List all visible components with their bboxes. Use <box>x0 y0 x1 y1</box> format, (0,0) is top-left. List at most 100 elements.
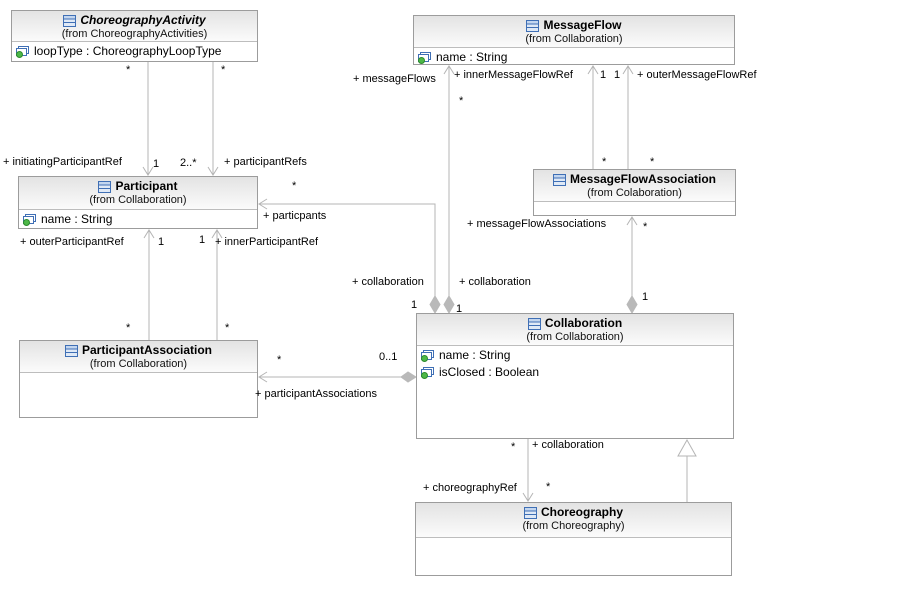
attribute-row: loopType : ChoreographyLoopType <box>15 43 254 60</box>
mult-outerMessageFlowRef: 1 <box>614 69 621 81</box>
class-name: MessageFlowAssociation <box>569 172 717 186</box>
role-initiatingParticipantRef: + initiatingParticipantRef <box>3 156 122 168</box>
assoc-participantRefs <box>207 62 219 176</box>
attribute-text: name : String <box>41 212 113 226</box>
class-header: MessageFlow(from Collaboration) <box>414 16 734 48</box>
attribute-text: isClosed : Boolean <box>439 365 540 379</box>
class-title: Collaboration <box>417 316 733 331</box>
attribute-text: name : String <box>436 50 508 64</box>
class-name: ChoreographyActivity <box>80 13 206 27</box>
attribute-icon <box>420 349 435 362</box>
class-Collaboration[interactable]: Collaboration(from Collaboration)name : … <box>416 313 734 439</box>
attributes-compartment <box>416 538 731 575</box>
class-header: Participant(from Collaboration) <box>19 177 257 210</box>
role-participantAssociations: + participantAssociations <box>255 388 377 400</box>
assoc-initiatingParticipantRef <box>142 62 154 176</box>
mult-collaboration-of-messageFlows: 1 <box>456 303 463 315</box>
mult-participantRefs: 2..* <box>180 157 197 169</box>
assoc-choreographyRef <box>522 439 534 502</box>
mult-innerMessageFlowRef: 1 <box>600 69 607 81</box>
assoc-collaboration-messageFlowAssociations <box>626 216 638 314</box>
attribute-row: name : String <box>420 347 730 364</box>
role-outerMessageFlowRef: + outerMessageFlowRef <box>637 69 757 81</box>
assoc-outerParticipantRef <box>143 229 155 340</box>
class-header: ChoreographyActivity(from ChoreographyAc… <box>12 11 257 42</box>
class-ChoreographyActivity[interactable]: ChoreographyActivity(from ChoreographyAc… <box>11 10 258 62</box>
mult-initiatingParticipantRef: 1 <box>153 158 160 170</box>
class-MessageFlow[interactable]: MessageFlow(from Collaboration) name : St… <box>413 15 735 65</box>
role-outerParticipantRef: + outerParticipantRef <box>20 236 124 248</box>
class-icon <box>64 344 78 357</box>
attribute-row: name : String <box>417 49 731 66</box>
mult-innerMessageFlow-source: * <box>602 156 607 168</box>
class-header: MessageFlowAssociation(from Colaboration… <box>534 170 735 202</box>
role-innerParticipantRef: + innerParticipantRef <box>215 236 319 248</box>
mult-innerParticipantRef: 1 <box>199 234 206 246</box>
class-name: Choreography <box>540 505 623 519</box>
class-icon <box>523 506 537 519</box>
mult-outerMessageFlow-source: * <box>650 156 655 168</box>
class-package: (from Choreography) <box>522 520 625 532</box>
mult-collaboration-of-participants: 1 <box>411 299 418 311</box>
mult-participantRefs-source: * <box>221 64 226 76</box>
mult-initiating-source: * <box>126 64 131 76</box>
class-name: Collaboration <box>544 316 623 330</box>
attribute-icon <box>417 51 432 64</box>
class-header: Choreography(from Choreography) <box>416 503 731 538</box>
class-package: (from Collaboration) <box>89 194 187 206</box>
class-title: ChoreographyActivity <box>12 13 257 28</box>
role-messageFlowAssociations: + messageFlowAssociations <box>467 218 607 230</box>
attributes-compartment <box>20 373 257 417</box>
attributes-compartment: name : String <box>19 210 257 229</box>
class-name: Participant <box>115 179 178 193</box>
mult-collaboration-of-mfa: 1 <box>642 291 649 303</box>
class-icon <box>63 14 77 27</box>
class-title: MessageFlowAssociation <box>534 172 735 187</box>
attributes-compartment <box>534 202 735 215</box>
attribute-icon <box>420 366 435 379</box>
role-messageFlows: + messageFlows <box>353 73 436 85</box>
class-header: ParticipantAssociation(from Collaboratio… <box>20 341 257 373</box>
assoc-outerMessageFlowRef <box>622 65 634 169</box>
class-Participant[interactable]: Participant(from Collaboration) name : St… <box>18 176 258 229</box>
mult-collaboration-of-choreography: * <box>511 441 516 453</box>
class-package: (from Collaboration) <box>89 358 188 370</box>
class-Choreography[interactable]: Choreography(from Choreography) <box>415 502 732 576</box>
class-icon <box>552 173 566 186</box>
mult-particpants: * <box>292 180 297 192</box>
class-ParticipantAssociation[interactable]: ParticipantAssociation(from Collaboratio… <box>19 340 258 418</box>
assoc-innerMessageFlowRef <box>587 65 599 169</box>
attribute-icon <box>15 45 30 58</box>
class-name: MessageFlow <box>543 18 622 32</box>
mult-collaboration-of-pa: 0..1 <box>379 351 398 363</box>
attributes-compartment: loopType : ChoreographyLoopType <box>12 42 257 61</box>
role-choreographyRef: + choreographyRef <box>423 482 517 494</box>
class-header: Collaboration(from Collaboration) <box>417 314 733 346</box>
class-package: (from Colaboration) <box>587 187 682 199</box>
class-package: (from Collaboration) <box>526 331 624 343</box>
assoc-participantAssociations <box>258 371 417 383</box>
class-package: (from Collaboration) <box>525 33 623 45</box>
class-title: Participant <box>19 179 257 194</box>
class-package: (from ChoreographyActivities) <box>61 28 208 40</box>
mult-participantAssociations: * <box>277 354 282 366</box>
class-MessageFlowAssociation[interactable]: MessageFlowAssociation(from Colaboration… <box>533 169 736 216</box>
attribute-text: loopType : ChoreographyLoopType <box>34 44 222 58</box>
class-title: ParticipantAssociation <box>20 343 257 358</box>
generalization-choreography-collaboration <box>677 438 697 502</box>
attributes-compartment: name : String <box>414 48 734 67</box>
class-title: MessageFlow <box>414 18 734 33</box>
mult-messageFlows: * <box>459 95 464 107</box>
mult-choreographyRef: * <box>546 481 551 493</box>
class-title: Choreography <box>416 505 731 520</box>
mult-messageFlowAssociations: * <box>643 221 648 233</box>
role-innerMessageFlowRef: + innerMessageFlowRef <box>454 69 573 81</box>
mult-outerParticipant-source: * <box>126 322 131 334</box>
role-collaboration-of-participants: + collaboration <box>352 276 424 288</box>
attribute-icon <box>22 213 37 226</box>
mult-innerParticipant-source: * <box>225 322 230 334</box>
class-icon <box>98 180 112 193</box>
role-particpants: + particpants <box>263 210 327 222</box>
